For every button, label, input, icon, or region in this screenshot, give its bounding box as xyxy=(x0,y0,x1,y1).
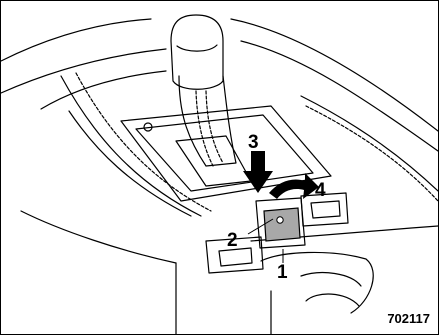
figure-code: 702117 xyxy=(387,311,430,326)
parking-brake-switch xyxy=(264,208,300,241)
callout-2: 2 xyxy=(227,231,238,250)
callout-3: 3 xyxy=(248,133,259,152)
switch-symbol-icon xyxy=(277,217,283,223)
callout-4: 4 xyxy=(315,181,326,200)
callout-1: 1 xyxy=(277,263,288,282)
